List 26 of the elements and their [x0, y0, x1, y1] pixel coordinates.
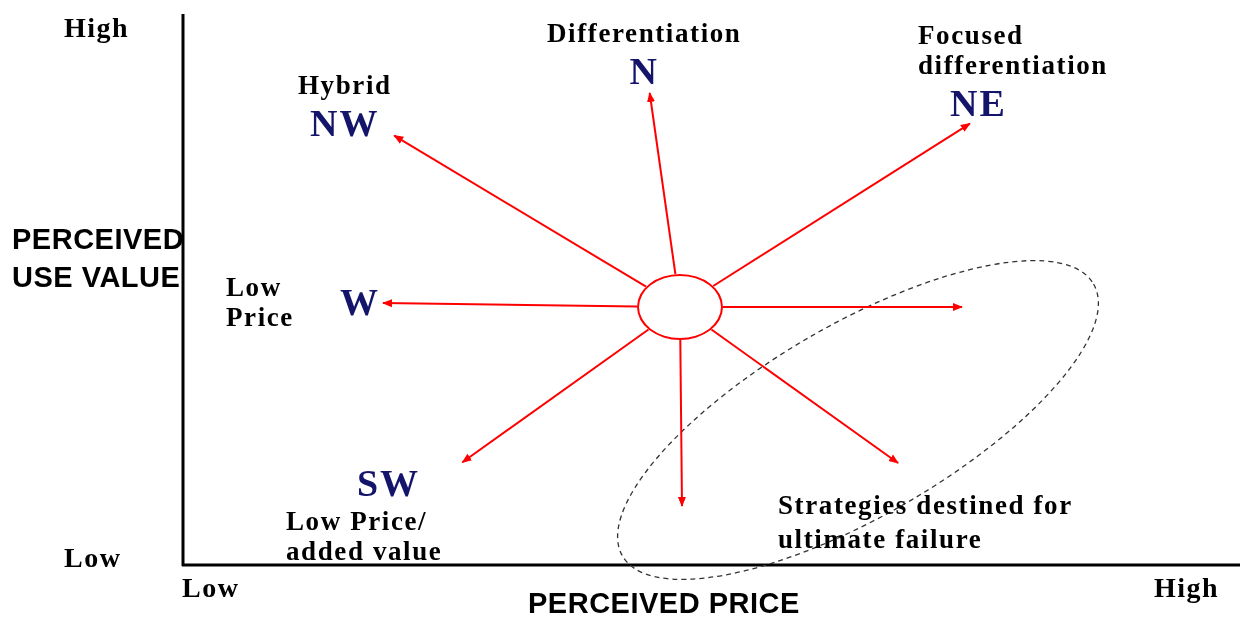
arrow — [382, 299, 638, 308]
arrow — [647, 92, 677, 276]
arrow — [393, 134, 648, 288]
strategy-label: Differentiation — [547, 18, 742, 48]
center-circle — [637, 274, 723, 340]
axis-label: Low — [182, 572, 240, 604]
arrow — [710, 328, 899, 464]
direction-letter: NE — [950, 84, 1007, 122]
strategy-label: Focused differentiation — [918, 20, 1109, 80]
arrow — [722, 303, 963, 311]
axis-label: Low — [64, 542, 122, 574]
axis-title: PERCEIVED USE VALUE — [12, 222, 186, 295]
direction-letter: SW — [356, 464, 421, 502]
arrow — [712, 122, 971, 287]
arrow — [677, 339, 686, 507]
direction-letter: W — [340, 283, 380, 321]
axis-title: PERCEIVED PRICE — [528, 586, 800, 620]
strategy-label: Hybrid — [298, 70, 392, 100]
strategy-label: Low Price — [226, 272, 295, 332]
direction-letter: N — [629, 52, 659, 90]
axis-label: Strategies destined for ultimate failure — [778, 489, 1074, 556]
arrow — [461, 328, 650, 464]
direction-letter: NW — [310, 104, 380, 142]
axis-label: High — [64, 12, 130, 44]
axis-label: High — [1154, 572, 1220, 604]
strategy-label: Low Price/ added value — [286, 506, 444, 566]
